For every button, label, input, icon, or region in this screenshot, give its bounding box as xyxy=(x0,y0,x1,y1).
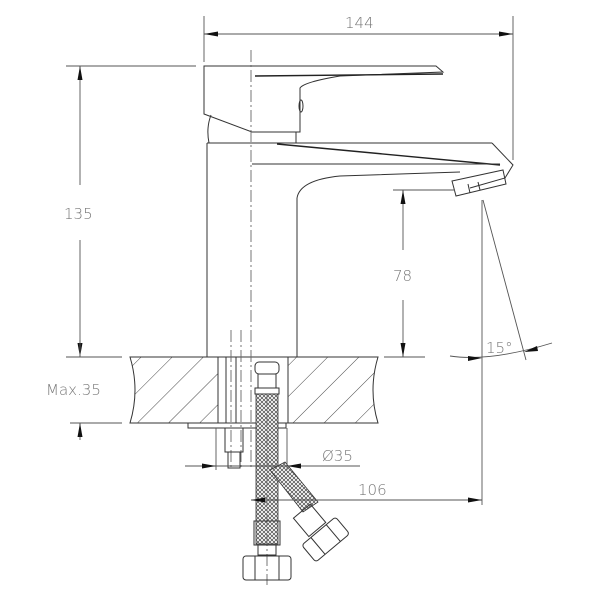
label-spout-height: 78 xyxy=(393,267,412,285)
dimension-spout-height xyxy=(384,189,455,358)
supply-hoses xyxy=(242,361,349,585)
dimension-hole-diameter xyxy=(185,428,360,470)
countertop-section xyxy=(129,356,379,429)
aerator xyxy=(451,169,507,197)
label-counter-thickness: Max.35 xyxy=(46,381,101,399)
label-hole-diameter: Ø35 xyxy=(322,447,353,465)
dimension-swivel-angle xyxy=(449,199,553,361)
label-swivel-angle: 15° xyxy=(486,339,513,357)
lever-handle xyxy=(203,65,445,144)
mounting-stud xyxy=(224,357,244,469)
faucet-body xyxy=(206,142,514,357)
label-overall-height: 135 xyxy=(64,205,93,223)
dimension-spout-reach xyxy=(251,200,483,505)
dimension-counter-thickness xyxy=(70,340,122,440)
label-overall-width: 144 xyxy=(345,14,374,32)
label-spout-reach: 106 xyxy=(358,481,387,499)
dimension-overall-height xyxy=(66,65,196,358)
dimension-overall-width xyxy=(203,16,514,160)
